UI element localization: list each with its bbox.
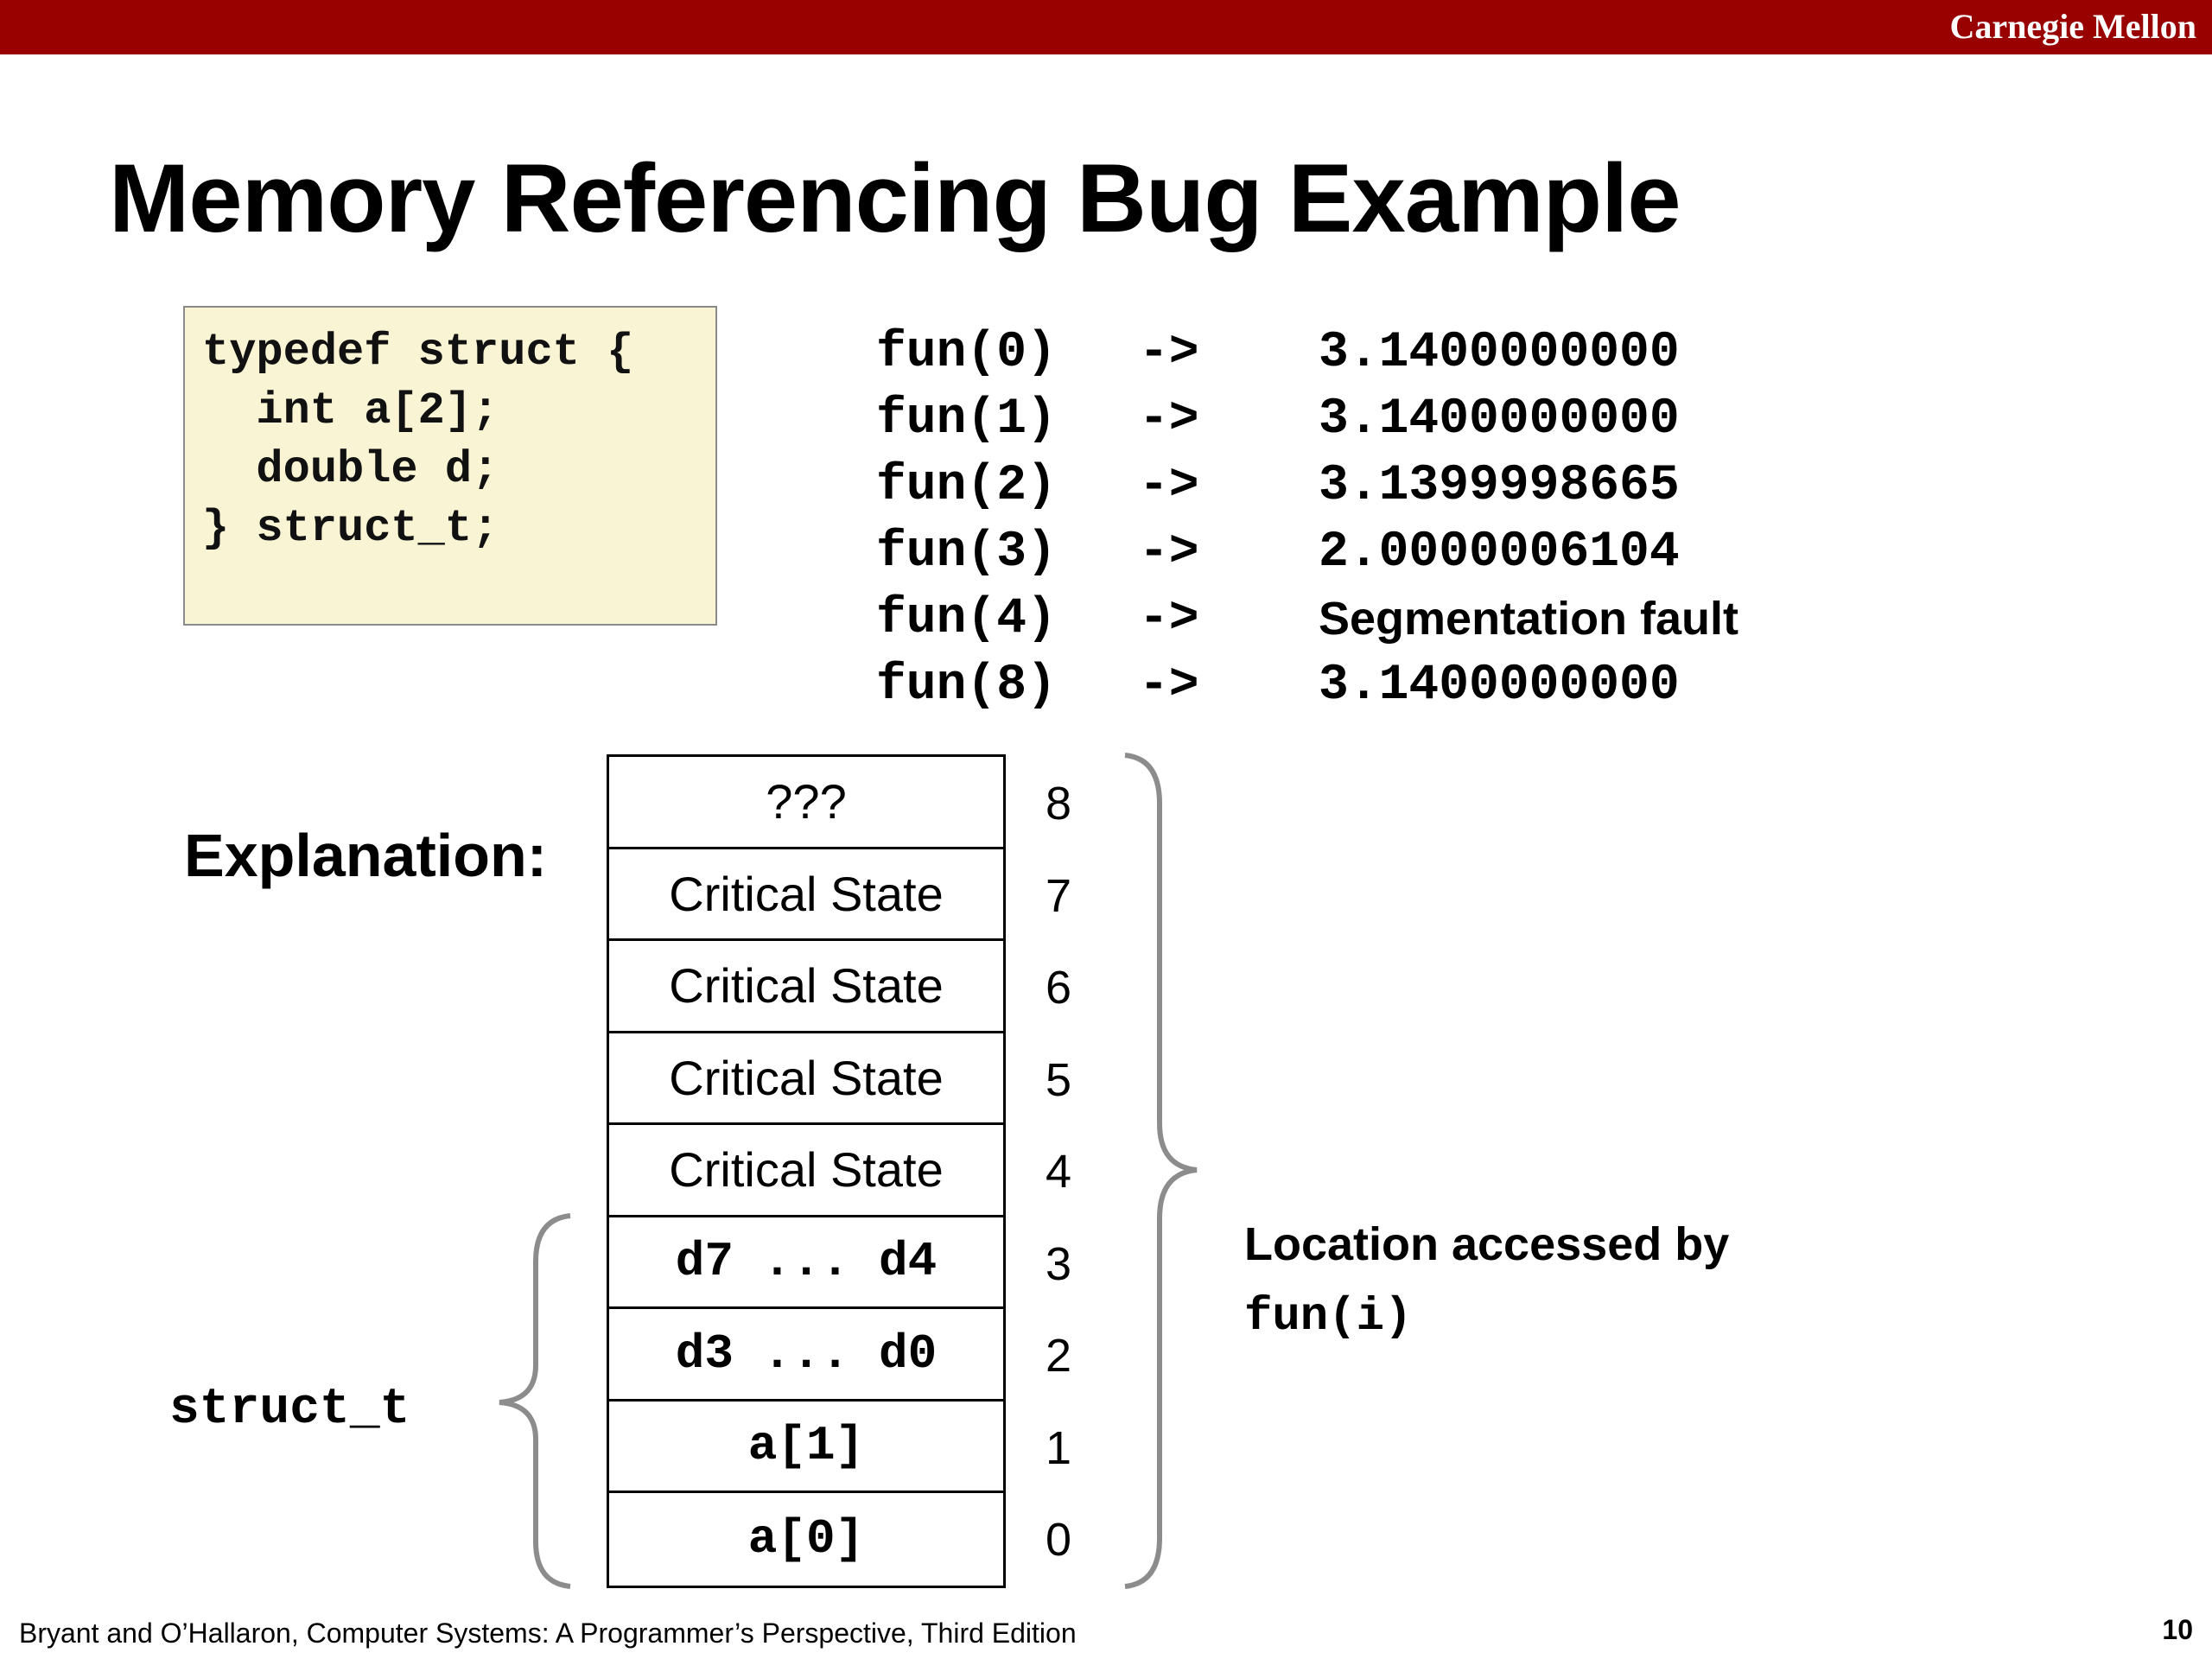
arrow: -> <box>1139 391 1199 448</box>
arrow: -> <box>1139 591 1199 647</box>
call-expr: fun(4) <box>876 591 1057 647</box>
slide-title: Memory Referencing Bug Example <box>109 144 1681 252</box>
arrow: -> <box>1139 658 1199 714</box>
call-expr: fun(1) <box>876 391 1057 448</box>
explanation-label: Explanation: <box>184 822 548 889</box>
call-result: 2.0000006104 <box>1319 524 1680 581</box>
memory-cell: a[0] <box>747 1511 865 1567</box>
call-expr: fun(0) <box>876 325 1057 381</box>
call-expr: fun(2) <box>876 458 1057 514</box>
struct-code-box: typedef struct { int a[2]; double d; } s… <box>183 306 717 626</box>
memory-index: 1 <box>1045 1422 1072 1474</box>
right-curly-brace <box>1124 753 1198 1589</box>
memory-index: 6 <box>1045 962 1072 1014</box>
memory-cell: a[1] <box>609 1402 1003 1493</box>
memory-index: 0 <box>1045 1514 1072 1566</box>
memory-cell: d7 ... d4 <box>609 1217 1003 1309</box>
memory-index: 8 <box>1045 778 1072 830</box>
memory-index: 2 <box>1045 1330 1072 1382</box>
footer-citation: Bryant and O’Hallaron, Computer Systems:… <box>19 1618 1077 1649</box>
call-result: 3.1399998665 <box>1319 458 1680 514</box>
memory-cell: d3 ... d0 <box>609 1309 1003 1402</box>
struct-label: struct_t <box>169 1382 410 1438</box>
memory-cell: Critical State <box>609 1125 1003 1217</box>
brand-logo-text: Carnegie Mellon <box>1949 7 2197 46</box>
call-expr: fun(3) <box>876 524 1057 581</box>
location-code: fun(i) <box>1244 1291 1413 1344</box>
page-number: 10 <box>2162 1614 2193 1645</box>
call-result: 3.1400000000 <box>1319 658 1680 714</box>
call-result: 3.1400000000 <box>1319 391 1680 448</box>
arrow: -> <box>1139 325 1199 381</box>
call-expr: fun(8) <box>876 658 1057 714</box>
memory-index: 4 <box>1045 1146 1072 1198</box>
memory-cell: Critical State <box>609 849 1003 941</box>
arrow: -> <box>1139 524 1199 581</box>
left-curly-brace <box>499 1213 571 1589</box>
call-result-segfault: Segmentation fault <box>1319 593 1739 645</box>
memory-stack: ??? Critical State Critical State Critic… <box>607 754 1006 1588</box>
memory-index: 7 <box>1045 870 1072 922</box>
struct-code: typedef struct { int a[2]; double d; } s… <box>202 327 634 554</box>
memory-cell: Critical State <box>609 941 1003 1033</box>
memory-cell: Critical State <box>609 1033 1003 1125</box>
arrow: -> <box>1139 458 1199 514</box>
header-bar: Carnegie Mellon <box>0 0 2212 54</box>
memory-index: 5 <box>1045 1054 1072 1106</box>
memory-index: 3 <box>1045 1238 1072 1290</box>
location-label: Location accessed by <box>1244 1218 1730 1270</box>
memory-cell: ??? <box>609 757 1003 849</box>
call-result: 3.1400000000 <box>1319 325 1680 381</box>
